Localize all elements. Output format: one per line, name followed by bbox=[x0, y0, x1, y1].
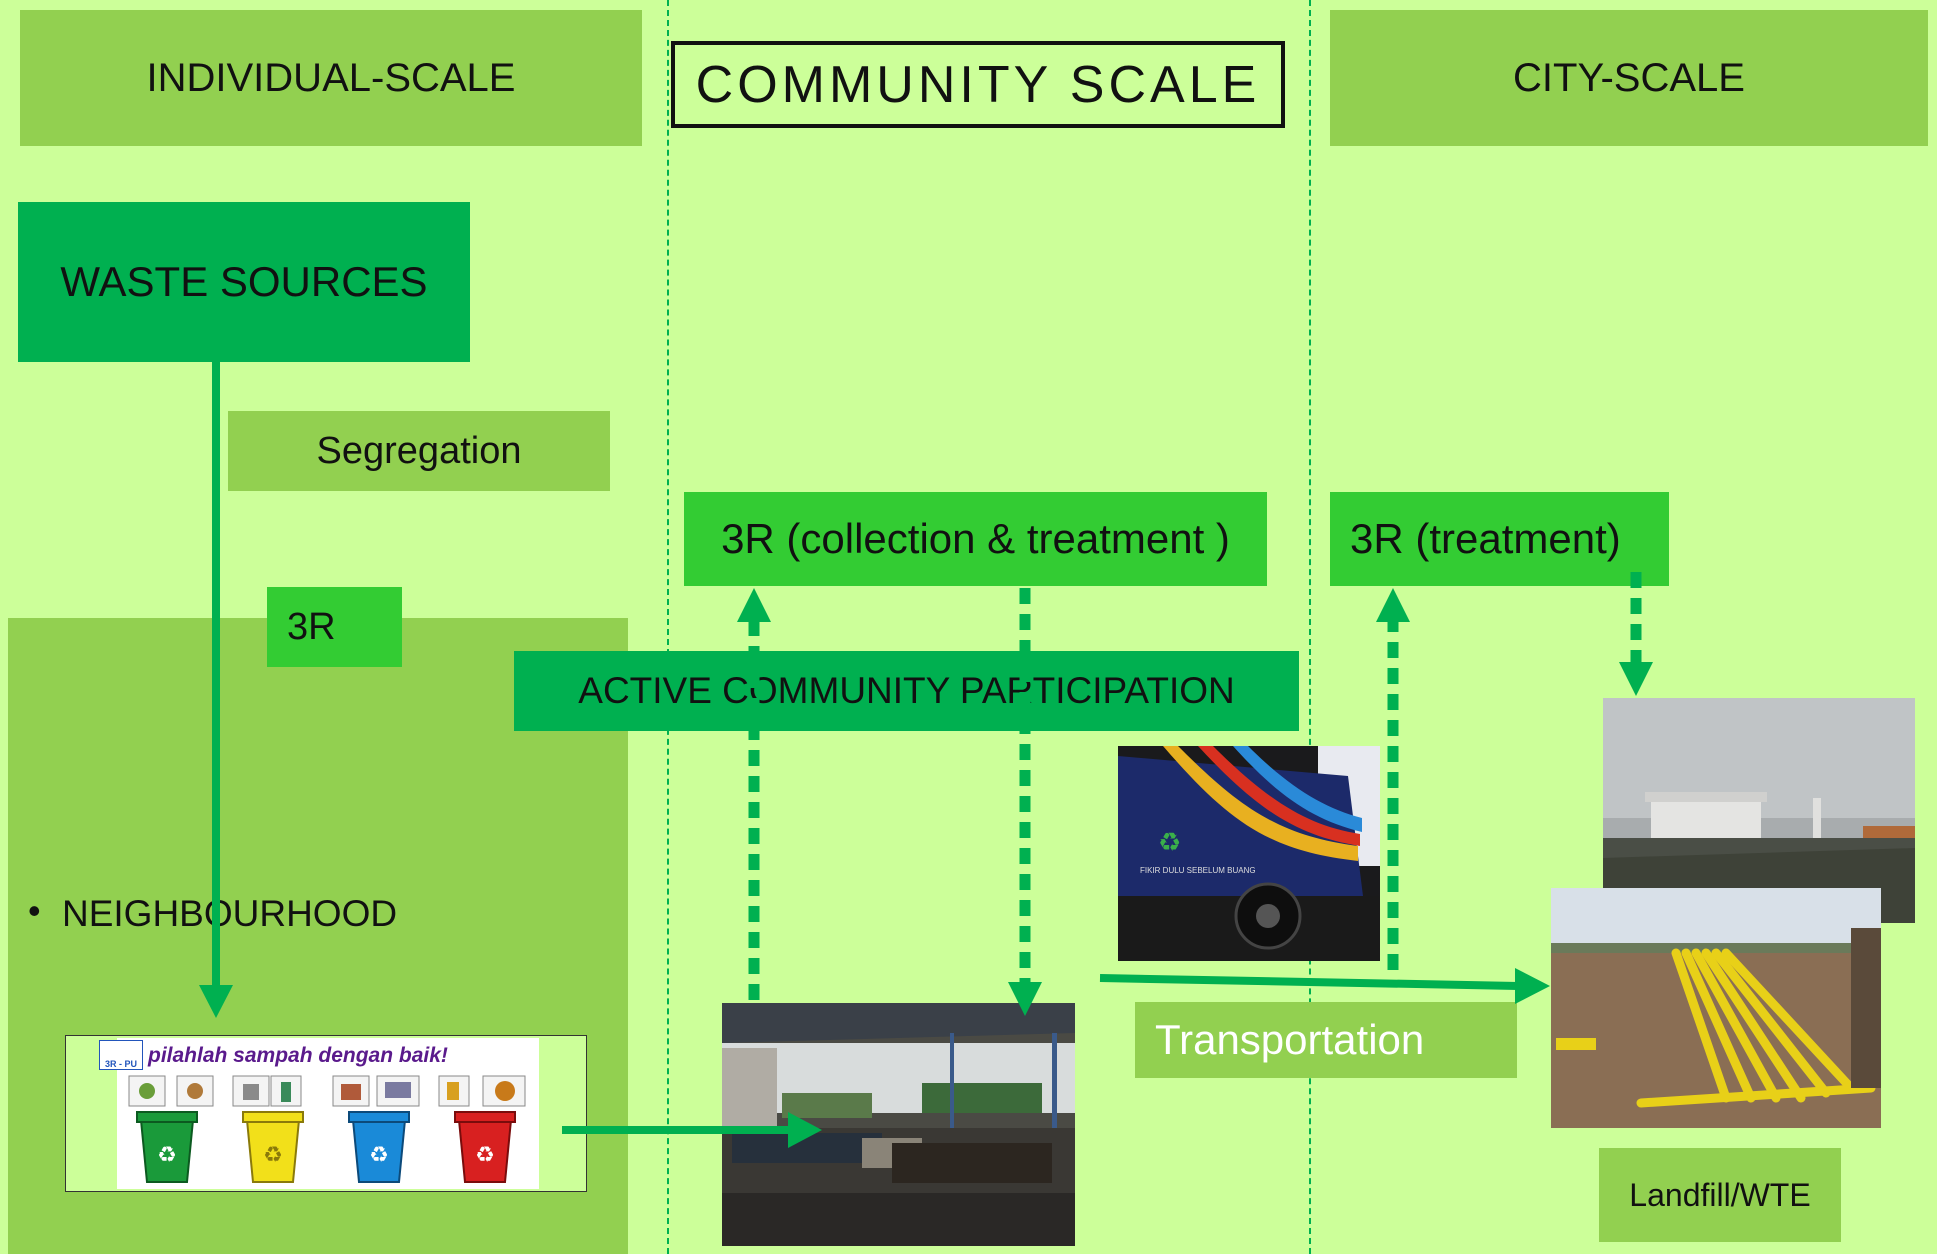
waste-items-icon bbox=[128, 1075, 526, 1107]
poster-caption: pilahlah sampah dengan baik! bbox=[148, 1044, 448, 1067]
pipes-image bbox=[1551, 888, 1881, 1128]
truck-recycle-icon: ♻ bbox=[1158, 827, 1181, 857]
header-city-scale: CITY-SCALE bbox=[1330, 10, 1928, 146]
red-bin-icon: ♻ bbox=[454, 1111, 516, 1183]
arrow-treatment-down-head bbox=[1619, 662, 1653, 696]
transportation-box: Transportation bbox=[1135, 1002, 1517, 1078]
segregation-poster: 3R - PU pilahlah sampah dengan baik! ♻ bbox=[65, 1035, 587, 1192]
green-bin-icon: ♻ bbox=[136, 1111, 198, 1183]
arrow-transport-up-head bbox=[1376, 588, 1410, 622]
column-divider-right bbox=[1309, 0, 1311, 1254]
arrow-transportation bbox=[1099, 974, 1519, 990]
poster-logo: 3R - PU bbox=[99, 1040, 143, 1070]
svg-text:♻: ♻ bbox=[263, 1142, 283, 1167]
header-individual-scale: INDIVIDUAL-SCALE bbox=[20, 10, 642, 146]
three-r-box: 3R bbox=[267, 587, 402, 667]
waste-sources-box: WASTE SOURCES bbox=[18, 202, 470, 362]
arrow-transportation-head bbox=[1515, 968, 1550, 1004]
truck-photo: ♻ FIKIR DULU SEBELUM BUANG bbox=[1118, 746, 1380, 961]
truck-image: ♻ FIKIR DULU SEBELUM BUANG bbox=[1118, 746, 1380, 961]
arrow-sources-to-poster-head bbox=[199, 985, 233, 1018]
svg-text:♻: ♻ bbox=[369, 1142, 389, 1167]
arrow-treatment-up-head bbox=[737, 588, 771, 622]
arrow-collection-down-head bbox=[1008, 982, 1042, 1016]
header-community-scale: COMMUNITY SCALE bbox=[671, 41, 1285, 128]
shelter-image bbox=[722, 1003, 1075, 1246]
poster-logo-text: 3R - PU bbox=[104, 1059, 137, 1069]
svg-text:♻: ♻ bbox=[475, 1142, 495, 1167]
neighbourhood-label: NEIGHBOURHOOD bbox=[62, 893, 398, 934]
community-treatment-photo bbox=[722, 1003, 1075, 1246]
three-r-collection-box: 3R (collection & treatment ) bbox=[684, 492, 1267, 586]
arrow-poster-to-treatment-head bbox=[788, 1112, 822, 1148]
neighbourhood-bullet: • bbox=[28, 890, 41, 931]
segregation-box: Segregation bbox=[228, 411, 610, 491]
landfill-box: Landfill/WTE bbox=[1599, 1148, 1841, 1242]
yellow-bin-icon: ♻ bbox=[242, 1111, 304, 1183]
landfill-photo bbox=[1551, 888, 1881, 1128]
column-divider-left bbox=[667, 0, 669, 1254]
poster-bins: ♻ ♻ ♻ ♻ bbox=[128, 1075, 526, 1183]
gas-pipes bbox=[1636, 948, 1876, 1108]
three-r-treatment-box: 3R (treatment) bbox=[1330, 492, 1669, 586]
active-participation-box: ACTIVE COMMUNITY PARTICIPATION bbox=[514, 651, 1299, 731]
truck-slogan: FIKIR DULU SEBELUM BUANG bbox=[1140, 866, 1256, 875]
svg-text:♻: ♻ bbox=[157, 1142, 177, 1167]
blue-bin-icon: ♻ bbox=[348, 1111, 410, 1183]
